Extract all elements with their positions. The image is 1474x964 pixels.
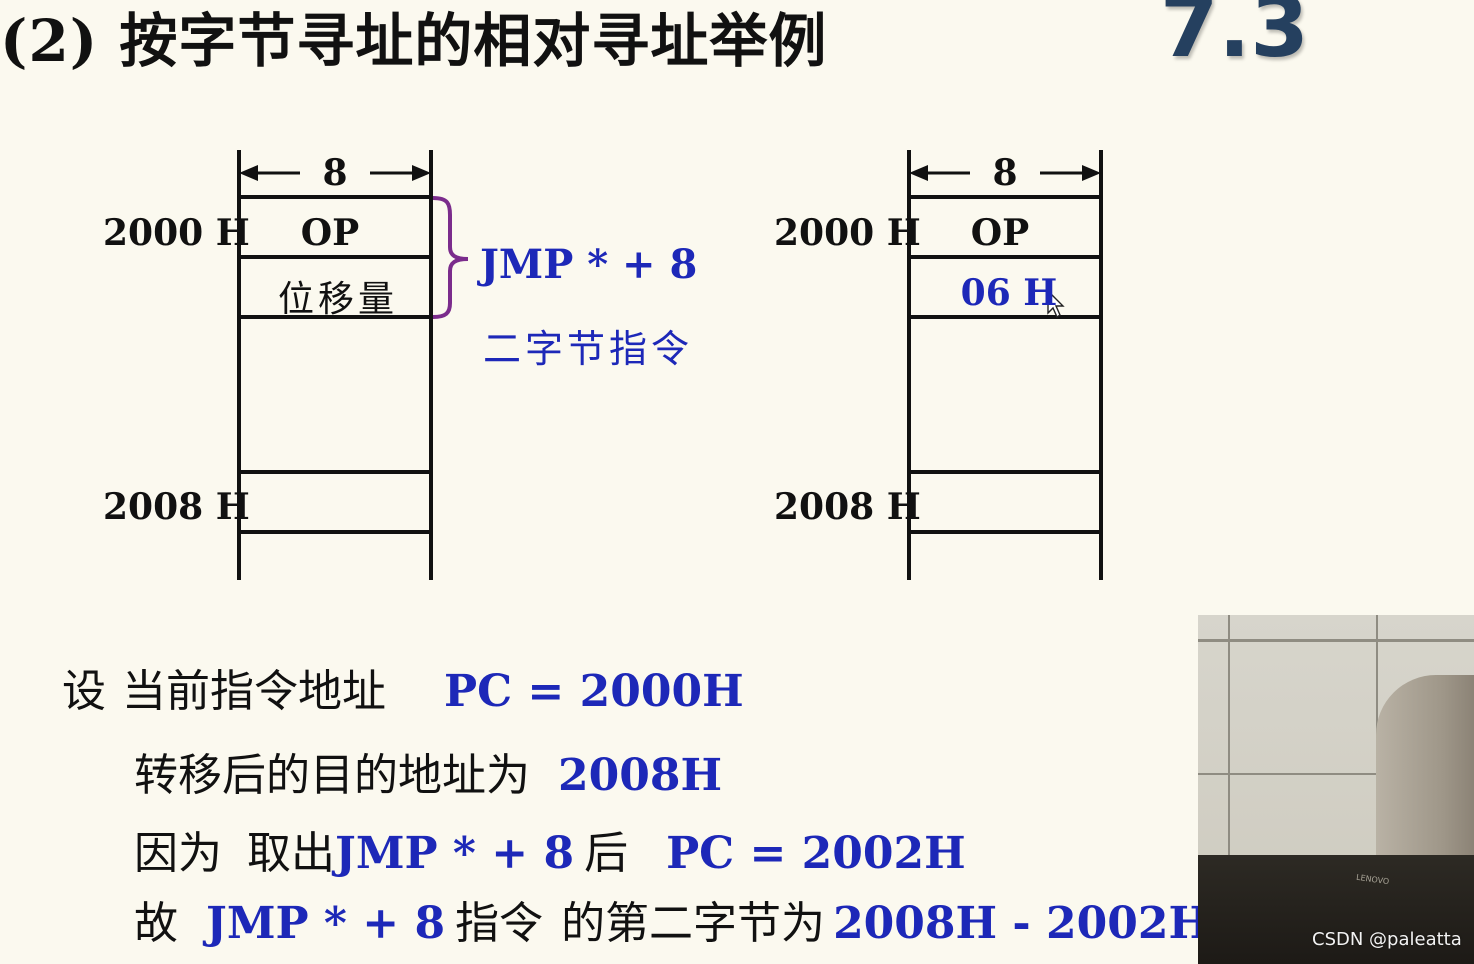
explanation-line-3-text-c: 后 bbox=[584, 828, 629, 879]
explanation-line-4-prefix: 故 bbox=[134, 898, 178, 949]
right-memory-diagram bbox=[907, 150, 1103, 580]
right-op-cell: OP bbox=[970, 212, 1030, 254]
left-address-2000: 2000 H bbox=[103, 212, 250, 254]
webcam-wall-line bbox=[1198, 639, 1474, 642]
explanation-line-2-text: 转移后的目的地址为 bbox=[134, 750, 530, 801]
right-width-label: 8 bbox=[992, 152, 1018, 194]
left-op-cell: OP bbox=[300, 212, 360, 254]
left-address-2008: 2008 H bbox=[103, 486, 250, 528]
instruction-annotation: JMP * + 8 bbox=[480, 241, 698, 288]
target-address-value: 2008H bbox=[558, 750, 723, 801]
left-displacement-cell: 位移量 bbox=[277, 279, 398, 320]
explanation-line-4-text-a: 指令 bbox=[455, 898, 544, 949]
right-address-2008: 2008 H bbox=[774, 486, 921, 528]
slide-title: (2) 按字节寻址的相对寻址举例 bbox=[0, 7, 828, 75]
webcam-wall-line bbox=[1228, 615, 1230, 855]
instruction-length-annotation: 二字节指令 bbox=[483, 327, 694, 371]
right-width-arrowhead-left bbox=[909, 165, 928, 181]
mouse-cursor-icon bbox=[1047, 289, 1065, 319]
webcam-wall-line bbox=[1198, 773, 1474, 775]
explanation-line-1-text: 当前指令地址 bbox=[122, 666, 386, 717]
right-width-arrowhead-right bbox=[1082, 165, 1101, 181]
webcam-overlay: 计算 LENOVO bbox=[1198, 615, 1474, 964]
left-width-arrowhead-left bbox=[239, 165, 258, 181]
right-offset-value-cell: 06 H bbox=[960, 272, 1058, 314]
csdn-watermark: CSDN @paleatta bbox=[1312, 929, 1462, 950]
left-width-arrowhead-right bbox=[412, 165, 431, 181]
explanation-line-3-instruction: JMP * + 8 bbox=[335, 828, 575, 879]
instruction-brace bbox=[432, 196, 469, 319]
left-memory-diagram bbox=[237, 150, 469, 580]
right-address-2000: 2000 H bbox=[774, 212, 921, 254]
current-pc-value: PC = 2000H bbox=[444, 666, 744, 717]
pc-after-fetch-value: PC = 2002H bbox=[666, 828, 966, 879]
explanation-line-4-text-b: 的第二字节为 bbox=[561, 898, 826, 949]
section-number: 7.3 bbox=[1160, 0, 1309, 76]
explanation-line-1-prefix: 设 bbox=[62, 666, 106, 717]
explanation-line-3-text-a: 因为 bbox=[134, 828, 222, 879]
left-width-label: 8 bbox=[322, 152, 348, 194]
second-byte-calculation: 2008H - 2002H = bbox=[833, 898, 1263, 949]
explanation-line-4-instruction: JMP * + 8 bbox=[206, 898, 446, 949]
webcam-laptop bbox=[1198, 855, 1474, 964]
explanation-line-3-text-b: 取出 bbox=[247, 828, 335, 879]
